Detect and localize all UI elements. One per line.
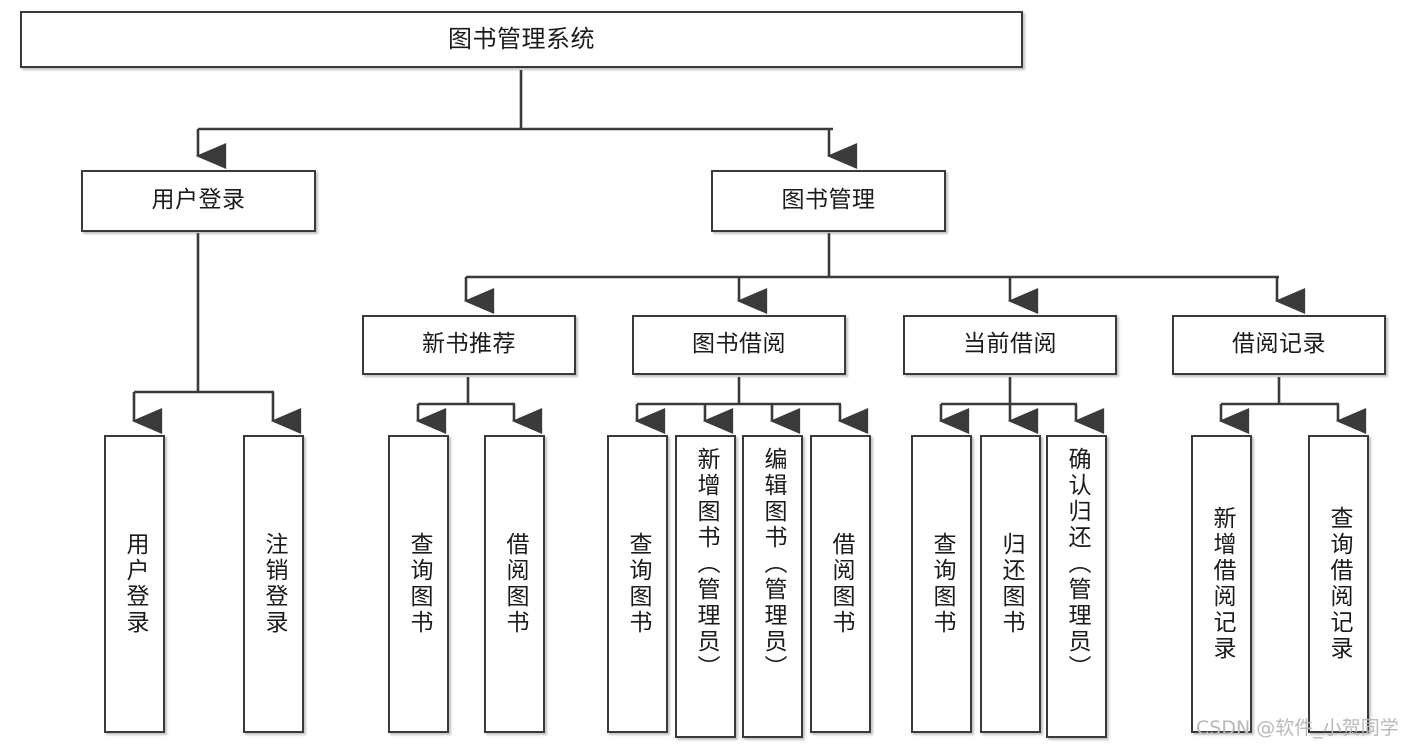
leaf-query-book-current[interactable]: 查询图书 <box>911 435 972 733</box>
leaf-edit-book-admin[interactable]: 编辑图书（管理员） <box>742 435 803 738</box>
node-label: 新增图书（管理员） <box>693 447 719 681</box>
leaf-user-logout[interactable]: 注销登录 <box>243 435 304 733</box>
node-label: 当前借阅 <box>963 331 1057 358</box>
node-label: 注销登录 <box>261 532 287 636</box>
leaf-borrow-book[interactable]: 借阅图书 <box>810 435 871 733</box>
leaf-query-borrow-record[interactable]: 查询借阅记录 <box>1308 435 1369 733</box>
csdn-watermark: CSDN @软件_小贺同学 <box>1196 717 1399 739</box>
node-label: 借阅图书 <box>502 532 528 636</box>
leaf-add-book-admin[interactable]: 新增图书（管理员） <box>675 435 736 738</box>
node-label: 图书管理系统 <box>448 25 595 54</box>
node-borrow-record[interactable]: 借阅记录 <box>1172 315 1386 375</box>
leaf-borrow-book-recommend[interactable]: 借阅图书 <box>484 435 545 733</box>
leaf-query-book-borrow[interactable]: 查询图书 <box>607 435 668 733</box>
node-label: 图书管理 <box>781 187 876 214</box>
node-label: 借阅图书 <box>828 532 854 636</box>
node-book-management[interactable]: 图书管理 <box>711 170 946 232</box>
node-label: 查询图书 <box>929 532 955 636</box>
leaf-confirm-return-admin[interactable]: 确认归还（管理员） <box>1046 435 1107 738</box>
node-label: 查询图书 <box>625 532 651 636</box>
leaf-query-book-recommend[interactable]: 查询图书 <box>388 435 449 733</box>
node-label: 确认归还（管理员） <box>1064 447 1090 681</box>
node-label: 查询图书 <box>406 532 432 636</box>
node-label: 用户登录 <box>122 532 148 636</box>
node-label: 图书借阅 <box>692 331 786 358</box>
node-new-book-recommend[interactable]: 新书推荐 <box>362 315 576 375</box>
node-label: 归还图书 <box>998 532 1024 636</box>
node-label: 用户登录 <box>151 187 246 214</box>
leaf-user-login[interactable]: 用户登录 <box>104 435 165 733</box>
node-book-management-system[interactable]: 图书管理系统 <box>20 11 1023 68</box>
node-user-login[interactable]: 用户登录 <box>81 170 316 232</box>
node-label: 新增借阅记录 <box>1209 506 1235 662</box>
node-book-borrow[interactable]: 图书借阅 <box>632 315 846 375</box>
node-label: 查询借阅记录 <box>1326 506 1352 662</box>
node-label: 编辑图书（管理员） <box>760 447 786 681</box>
node-label: 新书推荐 <box>422 331 516 358</box>
node-current-borrow[interactable]: 当前借阅 <box>903 315 1117 375</box>
leaf-return-book[interactable]: 归还图书 <box>980 435 1041 733</box>
leaf-add-borrow-record[interactable]: 新增借阅记录 <box>1191 435 1252 733</box>
node-label: 借阅记录 <box>1232 331 1326 358</box>
